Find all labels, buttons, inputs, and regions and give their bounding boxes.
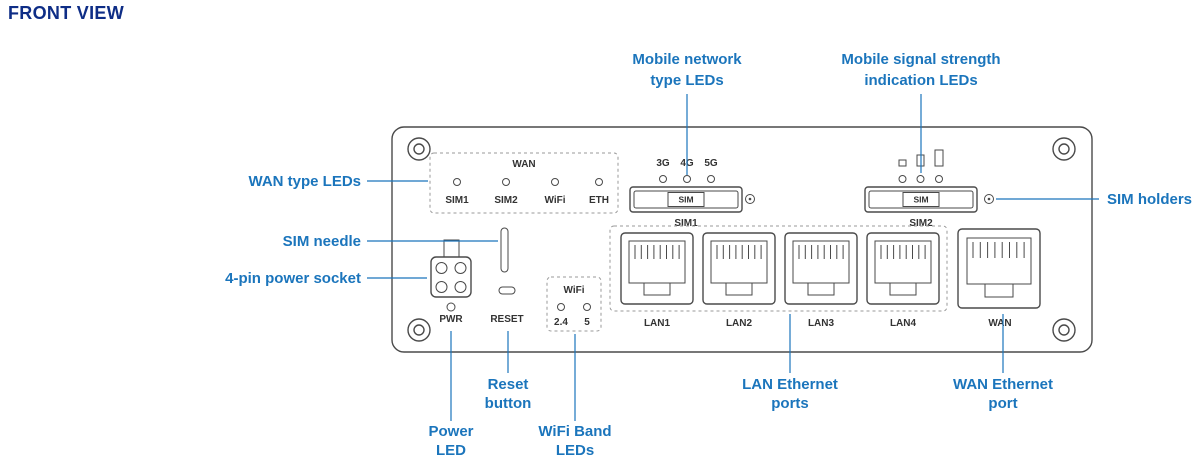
callout-signal-strength-leds: Mobile signal strength indication LEDs [841,51,1001,173]
lan3-port[interactable] [784,232,858,305]
mounting-hole-top-right [1052,137,1076,161]
wan-led-label-wifi: WiFi [544,195,565,206]
wan-led-label-sim1: SIM1 [445,195,469,206]
power-led-icon [446,302,456,312]
lan1-label: LAN1 [644,318,671,329]
callout-wifi-band-leds: WiFi Band LEDs [538,334,612,459]
lan2-port[interactable] [702,232,776,305]
power-led-text: PWR [439,314,463,325]
network-led-4g-icon [683,175,691,183]
wan-led-group: WAN SIM1 SIM2 WiFi ETH [429,152,619,214]
callout-power-led-line1: Power [428,423,473,440]
callout-reset-line2: button [485,395,532,412]
callout-wifi-band-line1: WiFi Band [538,423,611,440]
signal-led-1-icon [898,175,907,183]
wifi-band-24-label: 2.4 [554,317,568,328]
callout-power-socket-label: 4-pin power socket [225,270,361,287]
sim-slot-1-label: SIM1 [674,218,698,229]
lan3-label: LAN3 [808,318,835,329]
callout-power-led-line2: LED [436,442,466,459]
callout-mobile-network-line2: type LEDs [650,72,723,89]
callout-wan-port: WAN Ethernet port [953,314,1053,412]
callout-lan-ports: LAN Ethernet ports [742,314,838,412]
sim2-wan-led-icon [502,178,510,186]
wan-led-group-title: WAN [512,159,535,170]
signal-led-3-icon [935,175,943,183]
sim-slot-1-text: SIM [678,195,693,205]
lan2-label: LAN2 [726,318,753,329]
eth-wan-led-icon [595,178,603,186]
callout-sim-needle-label: SIM needle [283,233,361,250]
mounting-hole-bottom-left [407,318,431,342]
mounting-hole-top-left [407,137,431,161]
signal-bar-small-icon [898,159,907,167]
signal-led-2-icon [916,175,925,183]
wan-port-label: WAN [988,318,1011,329]
wifi-wan-led-icon [551,178,559,186]
wan-port[interactable] [957,228,1041,309]
callout-sim-needle: SIM needle [283,233,498,250]
callout-sim-holders: SIM holders [996,191,1192,208]
callout-wan-type-leds: WAN type LEDs [248,173,428,190]
callout-reset-button: Reset button [485,331,532,412]
sim-slot-2-text: SIM [913,195,928,205]
sim-slot-2[interactable]: SIM [864,186,994,213]
sim-needle [500,227,509,273]
network-led-label-5g: 5G [704,158,718,169]
wifi-group-title: WiFi [563,285,584,296]
callout-wan-port-line2: port [988,395,1017,412]
network-led-label-3g: 3G [656,158,670,169]
page-title: FRONT VIEW [8,3,124,23]
sim-slot-1[interactable]: SIM [629,186,755,213]
callout-mobile-network-leds: Mobile network type LEDs [632,51,742,175]
mounting-hole-bottom-right [1052,318,1076,342]
wan-led-group-box [429,152,619,214]
callout-wan-type-label: WAN type LEDs [248,173,361,190]
callout-power-socket: 4-pin power socket [225,270,427,287]
wifi-band-5-label: 5 [584,317,590,328]
sim-slot-2-label: SIM2 [909,218,933,229]
power-socket[interactable] [430,239,472,298]
wifi-5-led-icon [583,303,591,311]
device-outline [391,126,1093,353]
network-led-3g-icon [659,175,667,183]
lan4-label: LAN4 [890,318,917,329]
callout-mobile-network-line1: Mobile network [632,51,742,68]
callout-wifi-band-line2: LEDs [556,442,594,459]
callout-signal-strength-line1: Mobile signal strength [841,51,1000,68]
sim-slot-2-eject-hole[interactable] [984,194,994,204]
lan4-port[interactable] [866,232,940,305]
callout-lan-ports-line1: LAN Ethernet [742,376,838,393]
reset-text: RESET [490,314,523,325]
reset-button[interactable] [498,286,516,295]
wan-led-label-eth: ETH [589,195,609,206]
network-led-5g-icon [707,175,715,183]
lan-port-group: LAN1 LAN2 LAN3 LAN4 [609,225,948,329]
callout-signal-strength-line2: indication LEDs [864,72,977,89]
callout-sim-holders-label: SIM holders [1107,191,1192,208]
lan-port-group-box [609,225,948,312]
wan-led-label-sim2: SIM2 [494,195,518,206]
callout-wan-port-line1: WAN Ethernet [953,376,1053,393]
callout-reset-line1: Reset [488,376,529,393]
callout-lan-ports-line2: ports [771,395,809,412]
lan1-port[interactable] [620,232,694,305]
wifi-led-group-box [546,276,602,332]
callout-power-led: Power LED [428,331,474,459]
signal-bar-large-icon [934,149,944,167]
sim-slot-1-eject-hole[interactable] [745,194,755,204]
device-body [391,126,1093,353]
wifi-led-group: WiFi 2.4 5 [546,276,602,332]
sim1-wan-led-icon [453,178,461,186]
wifi-24-led-icon [557,303,565,311]
